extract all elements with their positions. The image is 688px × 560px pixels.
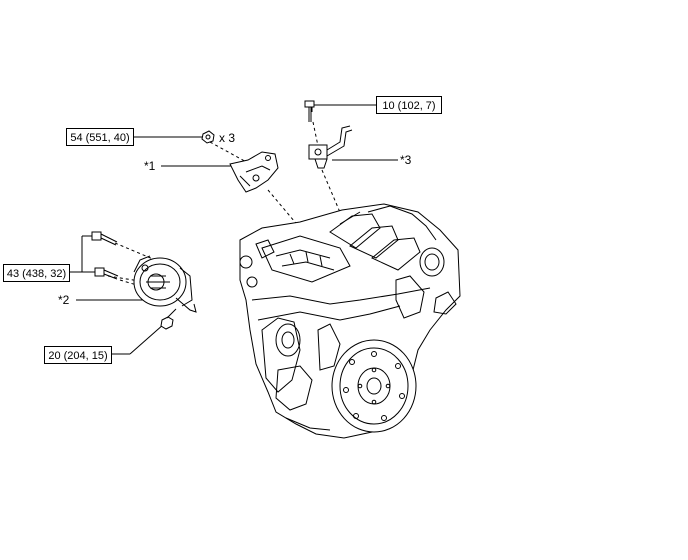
alternator-2-icon xyxy=(133,255,197,313)
bolt-20-icon xyxy=(160,308,177,330)
engine-assembly-icon xyxy=(239,203,461,439)
callout-3: *3 xyxy=(400,153,412,167)
leader-lines xyxy=(70,104,398,355)
nut-54-icon xyxy=(201,130,215,144)
bracket-1-icon xyxy=(229,151,279,193)
callout-1: *1 xyxy=(144,159,156,173)
bolt-43-lower-icon xyxy=(94,267,119,280)
bolt-10-icon xyxy=(304,100,315,122)
torque-label-43: 43 (438, 32) xyxy=(3,264,70,282)
callout-2: *2 xyxy=(58,293,70,307)
part-3-icon xyxy=(308,125,353,169)
torque-label-20: 20 (204, 15) xyxy=(44,346,112,364)
bolt-43-upper-icon xyxy=(91,231,118,246)
torque-label-54: 54 (551, 40) xyxy=(66,128,134,146)
quantity-note: x 3 xyxy=(219,131,235,145)
torque-label-10: 10 (102, 7) xyxy=(376,96,442,114)
